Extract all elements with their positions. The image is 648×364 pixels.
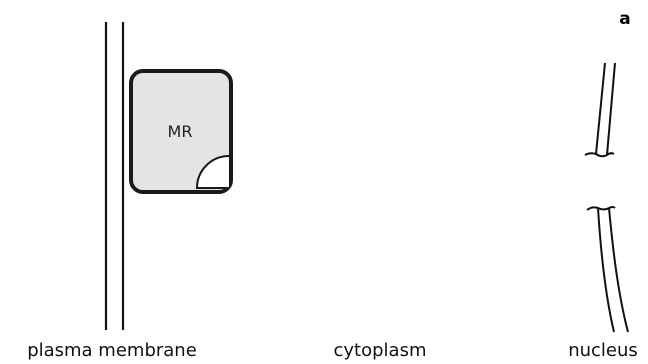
nucleus-label: nucleus bbox=[568, 340, 638, 361]
ligand-binding-pocket bbox=[195, 155, 230, 189]
cytoplasm-label: cytoplasm bbox=[334, 340, 427, 361]
nuclear-envelope-lower-inner bbox=[608, 207, 629, 333]
plasma-membrane-label: plasma membrane bbox=[27, 340, 197, 361]
nuclear-envelope-upper-inner bbox=[606, 62, 616, 156]
nuclear-envelope-upper-cap bbox=[584, 152, 615, 158]
nuclear-envelope bbox=[584, 62, 629, 333]
nuclear-envelope-upper-outer bbox=[595, 62, 606, 155]
plasma-membrane bbox=[104, 22, 125, 330]
mr-receptor-box bbox=[129, 69, 233, 194]
mr-receptor-label: MR bbox=[168, 122, 193, 141]
panel-letter: a bbox=[619, 9, 630, 29]
mr-receptor: MR bbox=[129, 69, 233, 194]
nuclear-envelope-lower-cap bbox=[586, 206, 616, 211]
nuclear-envelope-lower-outer bbox=[597, 207, 615, 333]
